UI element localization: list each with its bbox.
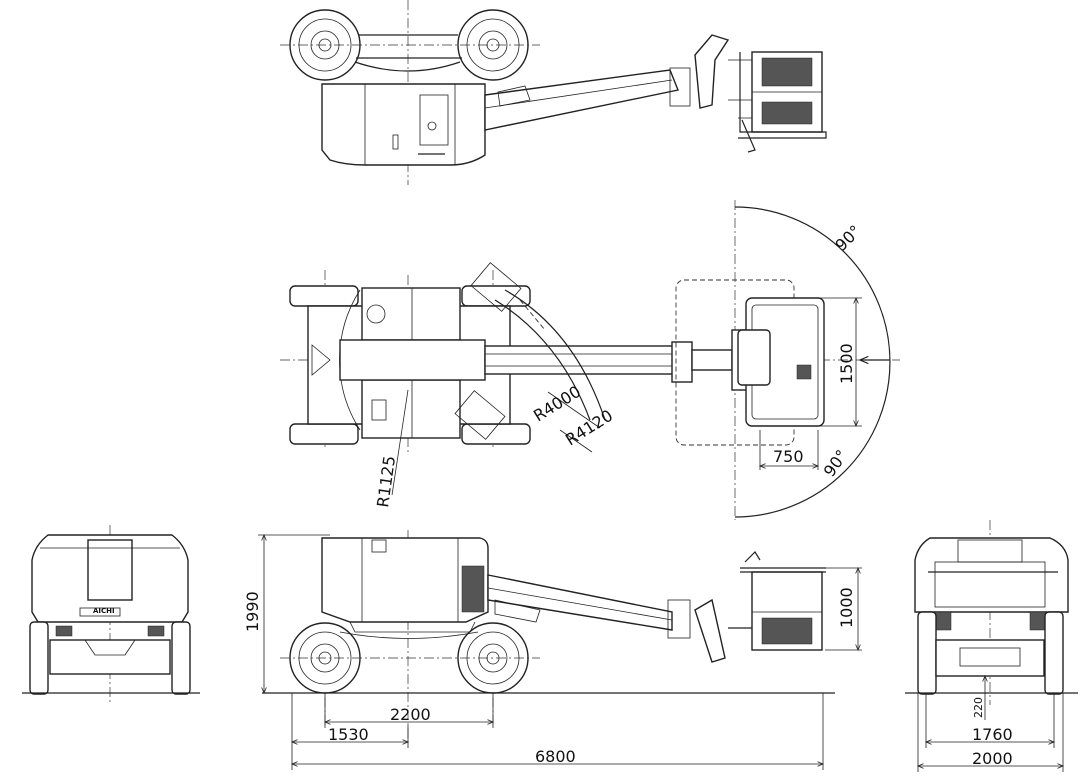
- dim-platform-width: 1500: [837, 343, 856, 384]
- dim-platform-depth: 750: [773, 447, 804, 466]
- dim-overall-length: 6800: [535, 747, 576, 766]
- dim-track: 1760: [972, 725, 1013, 744]
- dim-rear-overhang: 1530: [328, 725, 369, 744]
- radius-boom-inner: R4000: [530, 382, 584, 426]
- dim-platform-height: 1000: [837, 587, 856, 628]
- brand-logo-text: AICHI: [93, 607, 115, 615]
- side-view: [262, 530, 835, 745]
- side-dims: [258, 535, 862, 770]
- angle-upper: 90°: [831, 221, 864, 254]
- front-view: [905, 520, 1078, 705]
- dim-overall-width: 2000: [972, 749, 1013, 768]
- stowed-view: [280, 0, 827, 185]
- dim-height: 1990: [243, 591, 262, 632]
- plan-dims: [391, 298, 862, 496]
- dim-ground-clearance: 220: [972, 697, 985, 718]
- dim-wheelbase: 2200: [390, 705, 431, 724]
- radius-tail-swing: R1125: [373, 455, 399, 509]
- angle-lower: 90°: [820, 446, 852, 480]
- front-dims: [918, 676, 1063, 772]
- radius-boom-outer: R4120: [562, 406, 616, 450]
- plan-view: [280, 200, 900, 520]
- rear-view: [22, 525, 200, 705]
